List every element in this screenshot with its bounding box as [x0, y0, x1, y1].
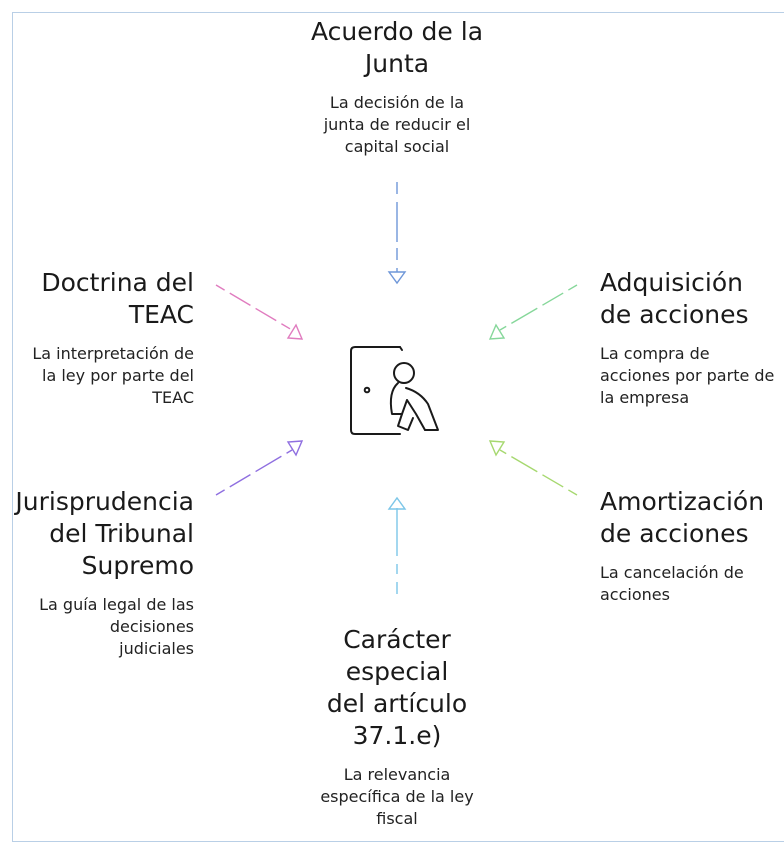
arrow-top	[387, 182, 407, 285]
arrow-right-lower	[488, 440, 578, 496]
node-amortizacion-acciones: Amortización de acciones La cancelación …	[600, 486, 778, 606]
node-title: Adquisición de acciones	[600, 268, 749, 329]
node-description: La decisión de la junta de reducir el ca…	[323, 93, 471, 156]
node-title: Jurisprudencia del Tribunal Supremo	[15, 487, 194, 580]
node-acuerdo-junta: Acuerdo de la Junta La decisión de la ju…	[297, 16, 497, 158]
arrow-left-lower	[215, 440, 304, 496]
node-adquisicion-acciones: Adquisición de acciones La compra de acc…	[600, 267, 780, 409]
node-description: La interpretación de la ley por parte de…	[32, 344, 194, 407]
arrow-left-upper	[215, 284, 304, 340]
node-jurisprudencia-ts: Jurisprudencia del Tribunal Supremo La g…	[6, 486, 194, 660]
node-caracter-especial: Carácter especial del artículo 37.1.e) L…	[297, 624, 497, 830]
person-pushing-door-icon	[350, 346, 439, 435]
node-description: La relevancia específica de la ley fisca…	[320, 765, 474, 828]
arrow-bottom	[387, 496, 407, 600]
node-title: Doctrina del TEAC	[41, 268, 194, 329]
node-description: La compra de acciones por parte de la em…	[600, 344, 775, 407]
node-title: Amortización de acciones	[600, 487, 765, 548]
node-doctrina-teac: Doctrina del TEAC La interpretación de l…	[10, 267, 194, 409]
node-description: La cancelación de acciones	[600, 563, 744, 604]
node-description: La guía legal de las decisiones judicial…	[39, 595, 194, 658]
arrow-right-upper	[488, 284, 578, 340]
node-title: Acuerdo de la Junta	[310, 17, 484, 78]
node-title: Carácter especial del artículo 37.1.e)	[326, 625, 468, 750]
